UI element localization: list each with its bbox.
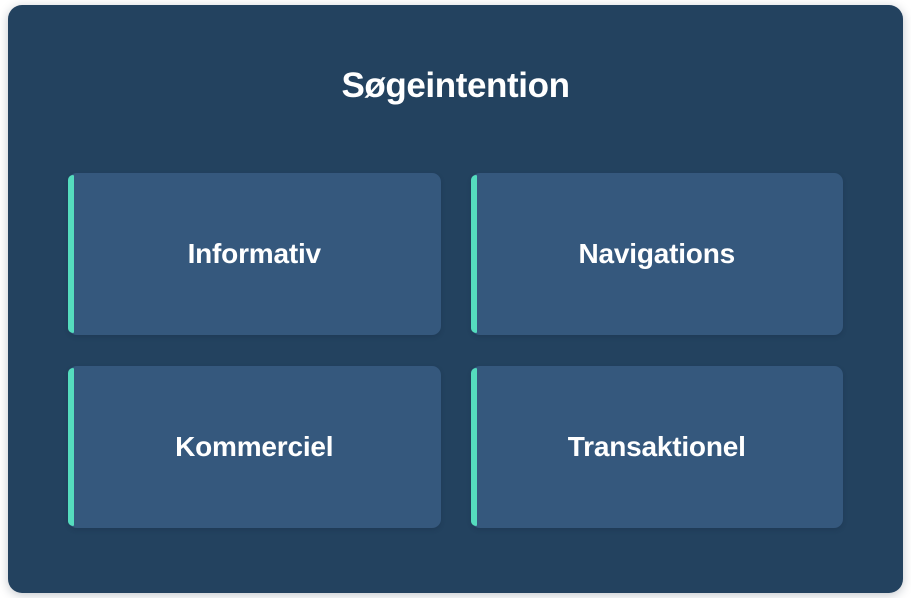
accent-bar-icon bbox=[68, 368, 74, 526]
accent-bar-icon bbox=[68, 175, 74, 333]
card-kommerciel[interactable]: Kommerciel bbox=[68, 366, 441, 528]
card-label: Informativ bbox=[187, 238, 322, 269]
card-label: Navigations bbox=[578, 238, 735, 269]
search-intent-panel: Søgeintention Informativ Navigations Kom… bbox=[8, 5, 903, 593]
accent-bar-icon bbox=[470, 175, 477, 333]
card-transaktionel[interactable]: Transaktionel bbox=[470, 366, 843, 528]
card-navigations[interactable]: Navigations bbox=[470, 173, 843, 335]
card-label: Transaktionel bbox=[567, 431, 746, 462]
card-label: Kommerciel bbox=[175, 431, 334, 462]
card-informativ[interactable]: Informativ bbox=[68, 173, 441, 335]
page-title: Søgeintention bbox=[341, 66, 570, 105]
accent-bar-icon bbox=[470, 368, 477, 526]
search-intent-card-grid: Informativ Navigations Kommerciel Transa… bbox=[68, 173, 843, 528]
